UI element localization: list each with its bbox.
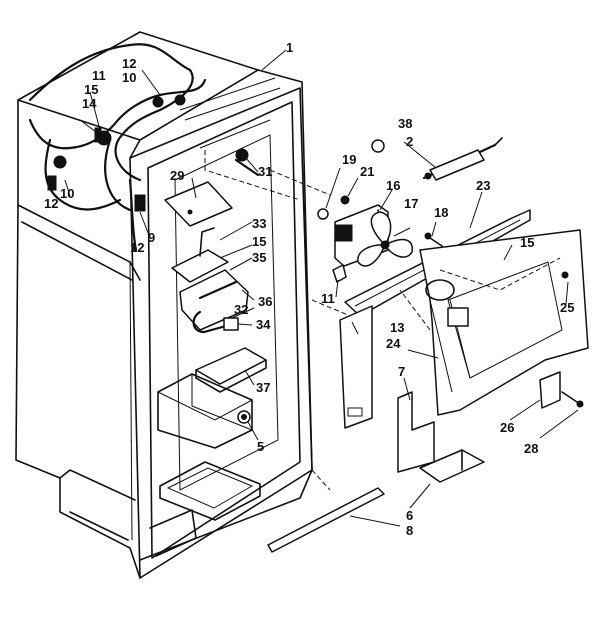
callout-34: 34 xyxy=(256,317,271,332)
callout-8: 8 xyxy=(406,523,413,538)
callout-36: 36 xyxy=(258,294,272,309)
leader-lines xyxy=(64,49,579,527)
callout-21: 21 xyxy=(360,164,374,179)
callout-11-b: 11 xyxy=(321,291,335,306)
callout-9: 9 xyxy=(148,230,155,245)
callout-32: 32 xyxy=(234,302,248,317)
callout-26: 26 xyxy=(500,420,514,435)
callout-12-a: 12 xyxy=(122,56,136,71)
callout-13: 13 xyxy=(390,320,404,335)
fan-assembly xyxy=(267,137,589,553)
callout-11-a: 11 xyxy=(92,68,106,83)
callout-12-c: 12 xyxy=(130,240,144,255)
callout-37: 37 xyxy=(256,380,270,395)
callouts: 1 2 5 6 7 8 9 10 10 11 11 12 12 12 13 14… xyxy=(44,40,574,538)
interior-parts xyxy=(164,181,267,424)
callout-24: 24 xyxy=(386,336,401,351)
callout-28: 28 xyxy=(524,441,538,456)
callout-31: 31 xyxy=(258,164,272,179)
callout-33: 33 xyxy=(252,216,266,231)
callout-1: 1 xyxy=(286,40,293,55)
callout-19: 19 xyxy=(342,152,356,167)
wiring-harness xyxy=(28,43,260,252)
callout-5: 5 xyxy=(257,439,264,454)
callout-25: 25 xyxy=(560,300,574,315)
callout-10-b: 10 xyxy=(60,186,74,201)
callout-29: 29 xyxy=(170,168,184,183)
callout-14: 14 xyxy=(82,96,97,111)
callout-18: 18 xyxy=(434,205,448,220)
callout-15-b: 15 xyxy=(252,234,266,249)
callout-12-b: 12 xyxy=(44,196,58,211)
callout-6: 6 xyxy=(406,508,413,523)
callout-16: 16 xyxy=(386,178,400,193)
callout-38: 38 xyxy=(398,116,412,131)
callout-35: 35 xyxy=(252,250,266,265)
callout-17: 17 xyxy=(404,196,418,211)
callout-15-c: 15 xyxy=(520,235,534,250)
callout-10-a: 10 xyxy=(122,70,136,85)
callout-23: 23 xyxy=(476,178,490,193)
fan-blade xyxy=(357,211,413,267)
callout-2: 2 xyxy=(406,134,413,149)
callout-7: 7 xyxy=(398,364,405,379)
callout-15-a: 15 xyxy=(84,82,98,97)
